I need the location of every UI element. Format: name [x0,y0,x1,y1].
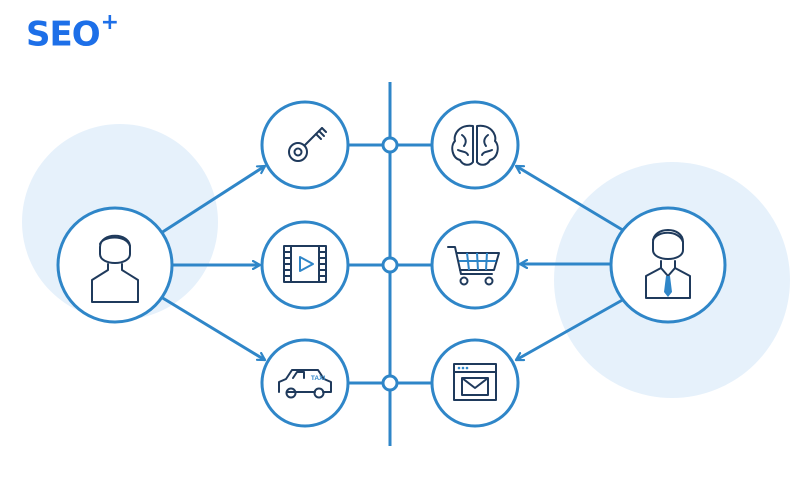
brain-icon [451,124,499,166]
arrow-to-key [160,164,265,235]
axis-junctions [381,136,399,392]
right-arrows [516,164,627,362]
arrow-to-email [516,296,627,362]
key-icon [288,127,327,162]
junction-middle [381,256,399,274]
logo-plus: + [100,10,119,35]
necktie [664,276,672,297]
node-email [430,338,520,428]
node-video [260,220,350,310]
left-arrows [160,164,265,362]
seo-plus-logo: SEO+ [26,10,119,55]
businessman-node [609,206,727,324]
cart-grid [459,252,496,271]
email-window-icon [453,363,497,401]
video-icon [283,245,327,283]
junction-top [381,136,399,154]
junction-bottom [381,374,399,392]
node-brain [430,100,520,190]
logo-text: SEO [26,14,101,55]
node-taxi: TAXI [260,338,350,428]
window-dots [457,366,469,370]
play-triangle [299,256,314,272]
arrow-to-taxi [160,295,265,362]
person-icon [91,234,139,303]
user-node [56,206,174,324]
node-key [260,100,350,190]
arrow-to-brain [516,164,627,234]
taxi-label: TAXI [311,375,326,382]
taxi-icon [278,369,332,399]
node-cart [430,220,520,310]
